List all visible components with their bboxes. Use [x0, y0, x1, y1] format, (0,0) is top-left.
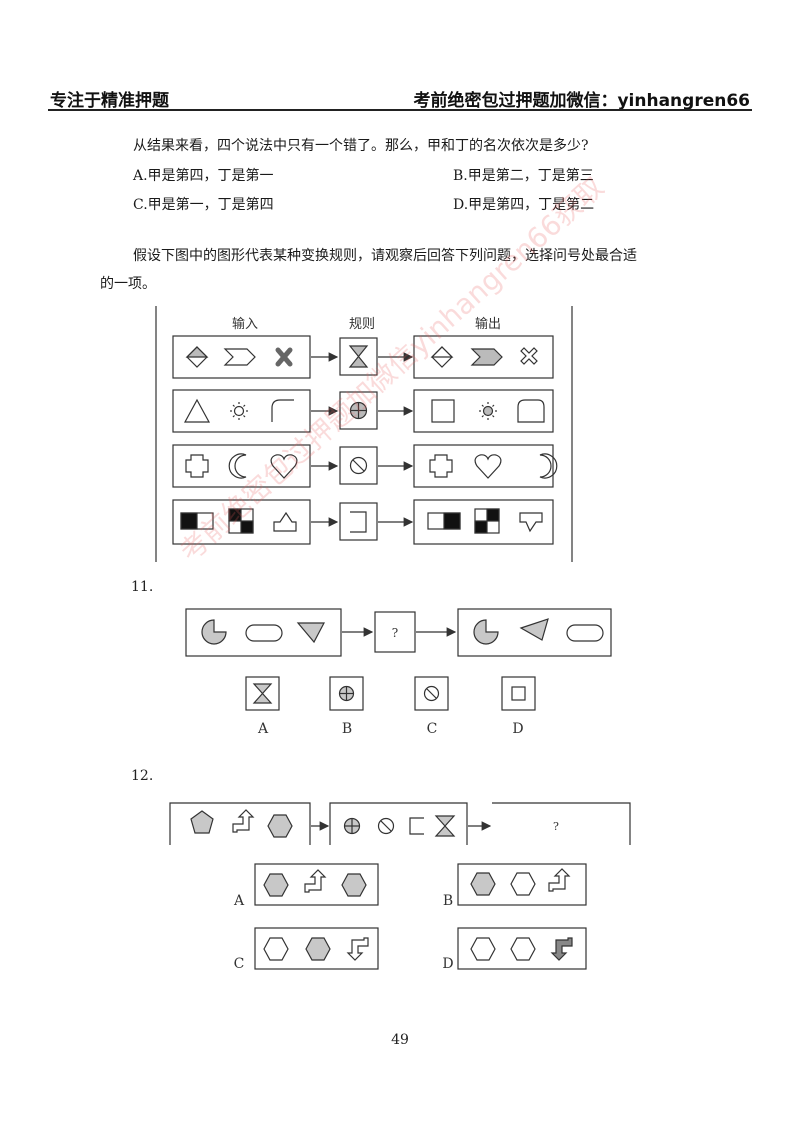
square-icon: [512, 687, 525, 700]
x-cross-icon: [278, 350, 290, 364]
q11-choice-a-label: A: [257, 721, 269, 737]
hexagon-icon: [268, 815, 292, 837]
rule-column-label: 规则: [349, 317, 375, 332]
sun-icon: [230, 402, 248, 420]
cross-shape-icon: [430, 455, 452, 477]
diamond-half-shaded-icon: [187, 347, 207, 367]
sliver-triangle-icon: [521, 619, 548, 640]
heart-icon: [475, 455, 501, 478]
crescent-icon: [229, 454, 246, 478]
capsule-icon: [246, 625, 282, 641]
square-icon: [432, 400, 454, 422]
heart-icon: [271, 455, 297, 478]
q12-question-mark: ?: [553, 820, 559, 833]
rule-row-1: [173, 336, 553, 378]
bracket-icon: [410, 818, 424, 834]
chevron-arrow-icon: [472, 349, 502, 365]
hexagon-icon: [511, 873, 535, 895]
q12-number: 12.: [131, 768, 153, 784]
checker-square-icon: [229, 509, 253, 533]
hexagon-icon: [471, 938, 495, 960]
hexagon-icon: [471, 873, 495, 895]
hexagon-icon: [511, 938, 535, 960]
hexagon-icon: [264, 938, 288, 960]
capsule-icon: [567, 625, 603, 641]
q11-choice-d-label: D: [512, 721, 523, 737]
bent-arrow-icon: [549, 869, 569, 891]
q12-choice-d-label: D: [442, 956, 453, 972]
sun-icon: [479, 402, 497, 420]
page-number: 49: [391, 1032, 409, 1048]
rule-box: [340, 503, 377, 540]
bent-arrow-icon: [552, 938, 572, 960]
q12-choice-c-label: C: [234, 956, 245, 972]
input-column-label: 输入: [232, 316, 258, 332]
q11-number: 11.: [131, 579, 153, 595]
q12-output-box: [492, 803, 630, 845]
hexagon-icon: [306, 938, 330, 960]
q12-choice-a-label: A: [233, 893, 245, 909]
circle-slash-icon: [425, 687, 439, 701]
output-box: [414, 445, 553, 487]
sliver-triangle-icon: [298, 623, 324, 642]
pac-sector-icon: [474, 620, 498, 644]
q11-choice-b-label: B: [342, 721, 352, 737]
circle-slash-icon: [379, 819, 394, 834]
chevron-arrow-icon: [225, 349, 255, 365]
q12-choice-d-box: [458, 928, 586, 969]
half-black-rect-icon: [428, 513, 460, 529]
rule-row-2: [173, 390, 553, 432]
hourglass-icon: [436, 816, 454, 836]
hourglass-icon: [254, 684, 271, 703]
q11-choice-d-box: [502, 677, 535, 710]
output-column-label: 输出: [475, 316, 501, 332]
rounded-corner-icon: [518, 400, 544, 422]
rule-row-4: [173, 500, 553, 544]
input-box: [173, 390, 310, 432]
bracket-icon: [350, 512, 366, 532]
q11-figure: [186, 609, 611, 710]
q12-choice-b-label: B: [443, 893, 453, 909]
checker-square-icon: [475, 509, 499, 533]
q11-question-mark: ?: [392, 626, 398, 640]
rules-figure: [156, 306, 572, 562]
circle-plus-icon: [340, 687, 354, 701]
bent-arrow-icon: [233, 810, 253, 832]
hexagon-icon: [342, 874, 366, 896]
q11-choice-c-label: C: [427, 721, 438, 737]
cross-shape-icon: [186, 455, 208, 477]
diamond-half-shaded-icon: [432, 347, 452, 367]
input-box: [173, 445, 310, 487]
circle-plus-icon: [351, 403, 367, 419]
circle-slash-icon: [351, 458, 367, 474]
hourglass-icon: [350, 346, 367, 367]
rule-row-3: [173, 445, 557, 487]
house-shape-icon: [520, 513, 542, 531]
pac-sector-icon: [202, 620, 226, 644]
hexagon-icon: [264, 874, 288, 896]
pentagon-icon: [191, 811, 213, 833]
half-black-rect-icon: [181, 513, 213, 529]
bent-arrow-icon: [348, 938, 368, 960]
x-cross-icon: [521, 348, 537, 364]
bent-arrow-icon: [305, 870, 325, 892]
circle-plus-icon: [345, 819, 360, 834]
rounded-corner-icon: [272, 400, 294, 422]
q12-figure: [170, 803, 630, 969]
triangle-icon: [185, 400, 209, 422]
crescent-icon: [540, 454, 557, 478]
house-shape-icon: [274, 513, 296, 531]
